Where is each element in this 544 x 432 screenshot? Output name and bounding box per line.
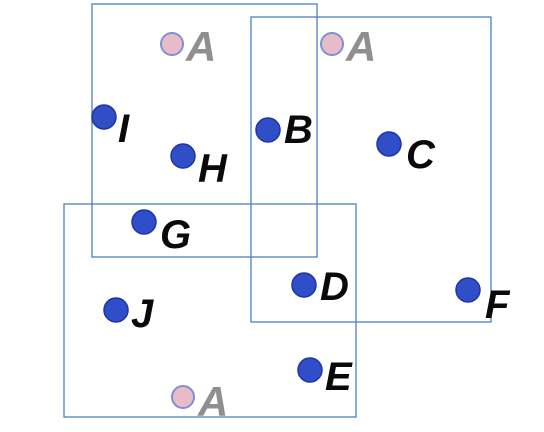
ghost-label-a1: A [185,23,216,70]
point-label-g: G [160,213,191,257]
point-e: E [297,355,353,399]
region-boxes [63,3,492,418]
point-marker-d [291,272,317,298]
point-d: D [291,265,349,309]
ghost-point-a2: A [320,23,376,70]
ghost-marker-a3 [171,385,195,409]
point-marker-g [131,209,157,235]
point-f: F [455,277,511,327]
point-label-i: I [118,107,130,151]
point-label-b: B [284,108,313,152]
region-box-bottom [63,203,357,418]
point-b: B [255,108,313,152]
ghost-marker-a2 [320,32,344,56]
point-label-j: J [131,292,154,336]
point-label-h: H [198,147,228,191]
point-marker-e [297,357,323,383]
point-marker-h [170,143,196,169]
ghost-points: A A A [160,23,376,425]
point-j: J [103,292,154,336]
ghost-point-a3: A [171,378,228,425]
point-marker-b [255,117,281,143]
point-c: C [376,131,436,177]
point-i: I [91,104,130,151]
point-label-e: E [325,355,353,399]
point-marker-c [376,131,402,157]
region-box-top-left [91,3,318,258]
point-label-f: F [485,283,511,327]
ghost-point-a1: A [160,23,216,70]
point-marker-i [91,104,117,130]
ghost-label-a2: A [345,23,376,70]
ghost-label-a3: A [197,378,228,425]
point-marker-f [455,277,481,303]
point-h: H [170,143,228,191]
point-label-c: C [406,133,436,177]
ghost-marker-a1 [160,32,184,56]
region-box-right [250,16,492,323]
point-marker-j [103,297,129,323]
point-label-d: D [320,265,349,309]
point-g: G [131,209,191,257]
points: I H B C G D F J E [91,104,511,399]
